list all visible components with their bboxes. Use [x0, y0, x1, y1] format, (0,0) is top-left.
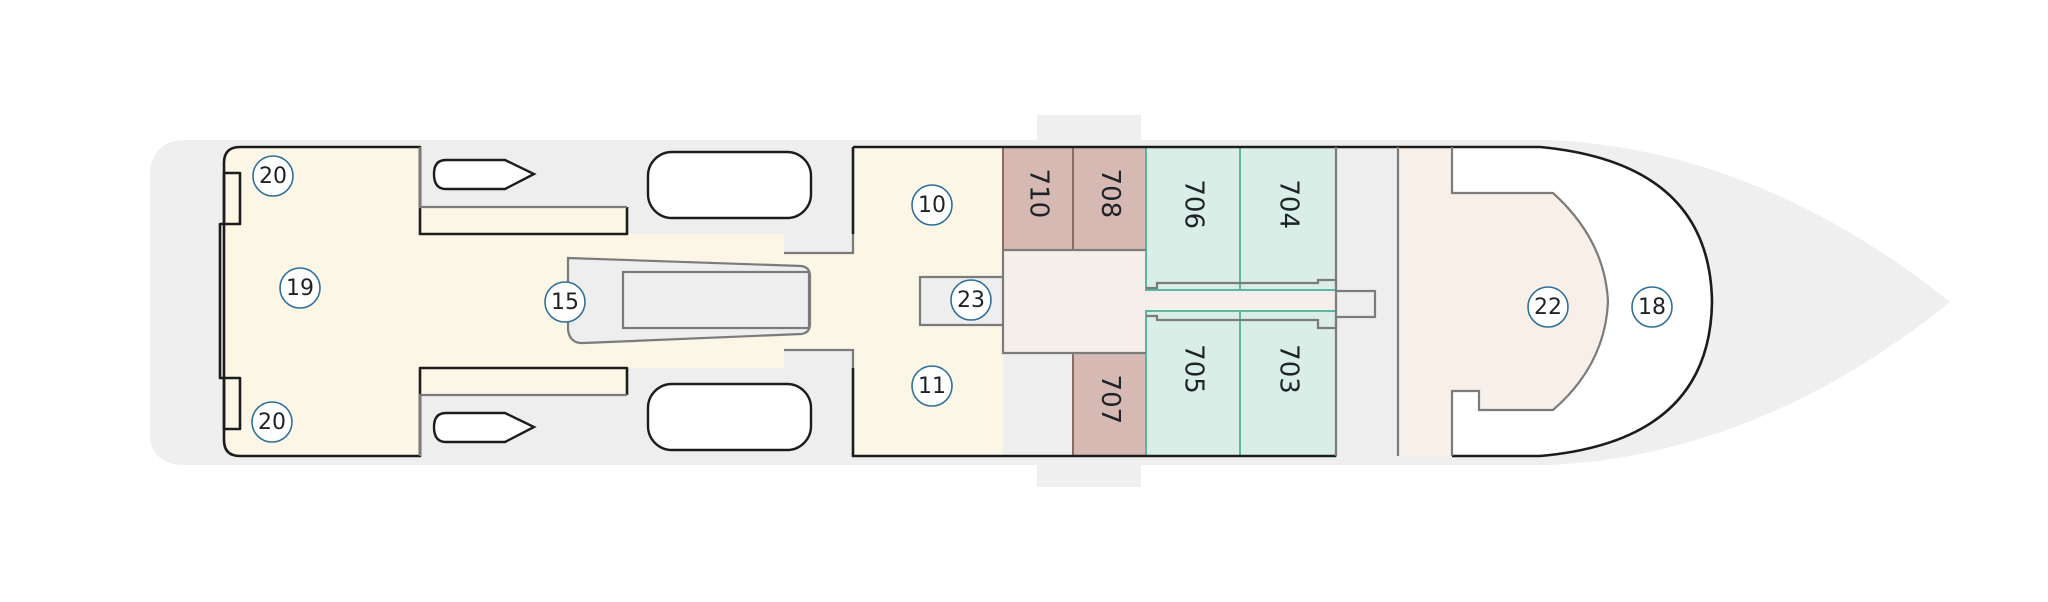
- marker-label: 20: [259, 164, 287, 189]
- area-marker-22[interactable]: 22: [1527, 286, 1569, 328]
- marker-label: 20: [258, 410, 286, 435]
- lifeboat-bottom-left: [432, 411, 537, 444]
- area-marker-18[interactable]: 18: [1631, 286, 1673, 328]
- area-markers: 20 19 20 15 10 23 11 22 18: [251, 155, 1673, 443]
- marker-label: 10: [918, 193, 946, 218]
- tender-bottom: [646, 382, 813, 452]
- marker-circle: [911, 184, 953, 226]
- marker-circle: [1631, 286, 1673, 328]
- marker-label: 15: [551, 290, 579, 315]
- area-marker-15[interactable]: 15: [544, 281, 586, 323]
- hull-outline: [222, 145, 1714, 458]
- cabin-705[interactable]: [1145, 310, 1241, 457]
- marker-label: 23: [957, 288, 985, 313]
- marker-circle: [1527, 286, 1569, 328]
- cabin-number-label: 708: [1095, 169, 1125, 219]
- cabin-number-label: 704: [1274, 179, 1304, 229]
- cabin-group: 710 708 707 706 704 705 703: [1002, 146, 1337, 457]
- marker-circle: [251, 401, 293, 443]
- lifeboat-top-left: [432, 158, 537, 191]
- area-marker-19[interactable]: 19: [279, 267, 321, 309]
- marker-circle: [279, 267, 321, 309]
- platform-outline: [566, 256, 812, 345]
- service-area-forward: [1336, 147, 1398, 456]
- area-marker-23[interactable]: 23: [950, 279, 992, 321]
- marker-label: 22: [1534, 295, 1562, 320]
- area-marker-10[interactable]: 10: [911, 184, 953, 226]
- area-marker-11[interactable]: 11: [911, 365, 953, 407]
- marker-circle: [544, 281, 586, 323]
- corridor: [1003, 250, 1146, 353]
- cabin-703[interactable]: [1239, 310, 1337, 457]
- forward-lounge-22: [1398, 147, 1608, 456]
- cabin-number-label: 705: [1179, 344, 1209, 394]
- area-marker-20[interactable]: 20: [252, 155, 294, 197]
- area-marker-20[interactable]: 20: [251, 401, 293, 443]
- tender-top: [646, 150, 813, 220]
- platform-inner: [623, 272, 809, 328]
- marker-label: 11: [918, 374, 946, 399]
- marker-circle: [911, 365, 953, 407]
- stern-doors: [218, 222, 224, 380]
- interior-walls: [418, 147, 1400, 456]
- cabin-number-label: 703: [1274, 344, 1304, 394]
- marker-label: 19: [286, 276, 314, 301]
- cabin-704[interactable]: [1239, 146, 1337, 291]
- marker-circle: [252, 155, 294, 197]
- connector-outline: [1146, 278, 1377, 330]
- bow-inner-outline: [1450, 147, 1610, 456]
- marker-circle: [950, 279, 992, 321]
- cabin-number-label: 707: [1095, 375, 1125, 425]
- marker-label: 18: [1638, 295, 1666, 320]
- cabin-number-label: 710: [1024, 169, 1054, 219]
- bow-deck-18: [1452, 147, 1712, 456]
- cabin-number-label: 706: [1179, 179, 1209, 229]
